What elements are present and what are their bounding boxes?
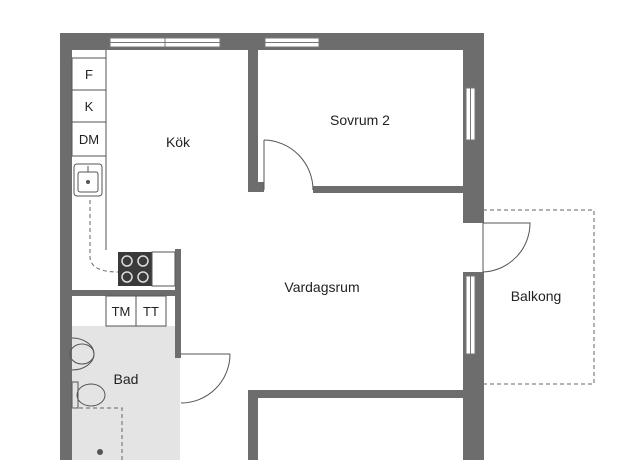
room-label-kitchen: Kök xyxy=(166,134,191,150)
counter-right xyxy=(151,251,176,287)
fridge-label: K xyxy=(85,99,94,114)
kitchen-cabinets xyxy=(71,50,107,250)
sink-icon xyxy=(73,163,103,197)
window-top-bedroom xyxy=(264,37,320,48)
bath-sink-icon xyxy=(69,337,95,371)
counter-outline xyxy=(89,200,119,273)
room-label-balcony: Balkong xyxy=(511,288,562,304)
bathroom-floor xyxy=(70,326,180,460)
stove-icon xyxy=(118,252,152,286)
dishwasher-label: DM xyxy=(79,132,99,147)
door-bathroom xyxy=(180,353,231,404)
door-bedroom xyxy=(263,139,314,191)
walls xyxy=(60,33,484,460)
window-right-bedroom xyxy=(465,87,476,141)
window-top-kitchen xyxy=(109,37,221,48)
window-right-living xyxy=(465,275,476,355)
room-label-bathroom: Bad xyxy=(114,371,139,387)
freezer-label: F xyxy=(85,67,93,82)
room-label-living: Vardagsrum xyxy=(284,279,359,295)
room-label-bedroom2: Sovrum 2 xyxy=(330,112,390,128)
door-balcony xyxy=(482,222,531,273)
shower-area xyxy=(72,407,123,460)
dryer-label: TT xyxy=(143,304,159,319)
washer-label: TM xyxy=(112,304,131,319)
balcony-outline xyxy=(483,209,595,385)
laundry-units xyxy=(105,295,167,327)
